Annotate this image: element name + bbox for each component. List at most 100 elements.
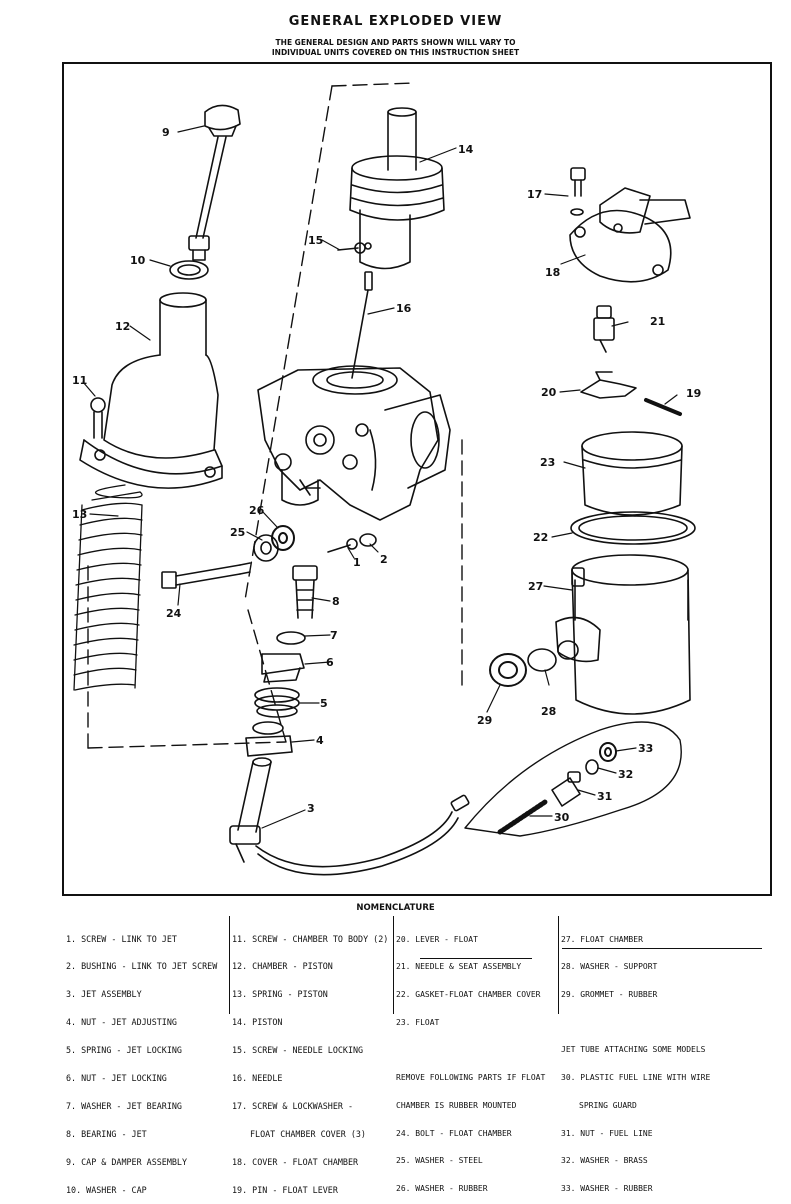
callout-20: 20 <box>541 386 557 399</box>
callout-6: 6 <box>326 656 334 669</box>
rubber-washer <box>271 525 295 551</box>
nom-item: 30. PLASTIC FUEL LINE WITH WIRE <box>561 1072 711 1082</box>
page-title: GENERAL EXPLODED VIEW <box>288 14 503 29</box>
callout-19: 19 <box>686 387 701 400</box>
piston <box>349 107 445 270</box>
nom-item: 4. NUT - JET ADJUSTING <box>66 1017 177 1028</box>
nom-item: 26. WASHER - RUBBER <box>396 1184 488 1194</box>
nom-item: 8. BEARING - JET <box>66 1128 147 1139</box>
rubber-grommet <box>489 653 527 687</box>
nom-note: CHAMBER IS RUBBER MOUNTED <box>396 1100 517 1110</box>
link-screw <box>327 538 358 553</box>
piston-spring <box>73 484 143 691</box>
float-cover-screw <box>570 167 586 216</box>
piston-chamber <box>79 292 223 489</box>
jet-locking-spring <box>254 687 300 718</box>
callout-32: 32 <box>618 768 633 781</box>
float <box>581 431 683 516</box>
nom-note: REMOVE FOLLOWING PARTS IF FLOAT <box>396 1072 546 1082</box>
callout-27: 27 <box>528 580 543 593</box>
cap-damper-assembly <box>188 104 241 261</box>
callout-24: 24 <box>166 607 182 620</box>
callout-25: 25 <box>230 526 245 539</box>
callout-9: 9 <box>162 126 170 139</box>
callout-23: 23 <box>540 456 555 469</box>
nomenclature-col-1: 1. SCREW - LINK TO JET 2. BUSHING - LINK… <box>66 916 217 1204</box>
nom-item: SPRING GUARD <box>579 1100 637 1110</box>
callout-3: 3 <box>307 802 315 815</box>
callout-5: 5 <box>320 697 328 710</box>
jet-bearing <box>292 565 318 619</box>
nom-item: 31. NUT - FUEL LINE <box>561 1128 653 1138</box>
callout-17: 17 <box>527 188 542 201</box>
callout-21: 21 <box>650 315 665 328</box>
callout-labels: 1 2 3 4 5 6 7 8 9 10 11 12 13 14 15 16 1… <box>72 126 701 824</box>
nomenclature-col-2: 11. SCREW - CHAMBER TO BODY (2) 12. CHAM… <box>232 916 388 1204</box>
callout-8: 8 <box>332 595 340 608</box>
nom-item: 23. FLOAT <box>396 1018 440 1028</box>
cap-washer <box>169 260 209 280</box>
callout-10: 10 <box>130 254 146 267</box>
nom-item: 1. SCREW - LINK TO JET <box>66 933 177 944</box>
callout-15: 15 <box>308 234 323 247</box>
float-chamber <box>571 554 691 715</box>
nom-item: 32. WASHER - BRASS <box>561 1156 648 1166</box>
page-subtitle: THE GENERAL DESIGN AND PARTS SHOWN WILL … <box>0 38 791 58</box>
nom-item: 25. WASHER - STEEL <box>396 1156 483 1166</box>
note-rule <box>420 958 532 959</box>
carburetor-body <box>257 365 451 521</box>
callout-7: 7 <box>330 629 338 642</box>
jet-adjusting-nut <box>245 721 293 757</box>
nom-item: 9. CAP & DAMPER ASSEMBLY <box>66 1156 188 1167</box>
steel-washer <box>253 534 279 562</box>
brass-washer <box>585 759 599 775</box>
nom-item: 20. LEVER - FLOAT <box>396 934 478 944</box>
nomenclature-col-4: 27. FLOAT CHAMBER 28. WASHER - SUPPORT 2… <box>561 916 710 1203</box>
float-lever <box>580 371 637 399</box>
nom-item: 22. GASKET-FLOAT CHAMBER COVER <box>396 990 541 1000</box>
nom-item: 33. WASHER - RUBBER <box>561 1184 653 1194</box>
callout-29: 29 <box>477 714 492 727</box>
subtitle-line-2: INDIVIDUAL UNITS COVERED ON THIS INSTRUC… <box>271 48 520 57</box>
nom-item: 27. FLOAT CHAMBER <box>561 934 643 944</box>
nom-item: 24. BOLT - FLOAT CHAMBER <box>396 1128 512 1138</box>
nom-item: 28. WASHER - SUPPORT <box>561 962 658 972</box>
chamber-screw <box>90 397 106 439</box>
needle <box>351 271 373 379</box>
float-chamber-cover <box>569 187 691 283</box>
fuel-rubber-washer <box>599 742 617 762</box>
callout-14: 14 <box>458 143 474 156</box>
support-washer <box>527 616 601 672</box>
callout-22: 22 <box>533 531 548 544</box>
callout-18: 18 <box>545 266 560 279</box>
nomenclature-title: NOMENCLATURE <box>356 903 435 913</box>
nom-item: 29. GROMMET - RUBBER <box>561 990 658 1000</box>
nom-item: 12. CHAMBER - PISTON <box>232 961 333 972</box>
inset-outline <box>464 721 682 837</box>
diagram-frame <box>62 62 772 896</box>
nom-item: 2. BUSHING - LINK TO JET SCREW <box>66 961 218 972</box>
exploded-view-diagram: 1 2 3 4 5 6 7 8 9 10 11 12 13 14 15 16 1… <box>72 82 701 876</box>
callout-12: 12 <box>115 320 130 333</box>
callout-31: 31 <box>597 790 612 803</box>
fuel-line-nut <box>551 771 581 807</box>
nom-item: 3. JET ASSEMBLY <box>66 989 142 1000</box>
callout-4: 4 <box>316 734 324 747</box>
callout-26: 26 <box>249 504 265 517</box>
nom-item: 10. WASHER - CAP <box>66 1184 147 1195</box>
jet-bearing-washer <box>276 631 306 645</box>
needle-seat-assembly <box>593 305 615 353</box>
nom-note: JET TUBE ATTACHING SOME MODELS <box>561 1044 706 1054</box>
callout-1: 1 <box>353 556 361 569</box>
link-bushing <box>359 533 377 547</box>
callout-33: 33 <box>638 742 653 755</box>
nom-item: 13. SPRING - PISTON <box>232 989 328 1000</box>
jet-locking-nut <box>261 653 305 683</box>
dashed-guide-lines <box>87 82 463 749</box>
callout-28: 28 <box>541 705 556 718</box>
float-chamber-bolt <box>161 562 251 589</box>
needle-locking-screw <box>337 242 372 254</box>
nom-item: 21. NEEDLE & SEAT ASSEMBLY <box>396 962 522 972</box>
nom-item: 11. SCREW - CHAMBER TO BODY (2) <box>232 933 389 944</box>
callout-13: 13 <box>72 508 87 521</box>
